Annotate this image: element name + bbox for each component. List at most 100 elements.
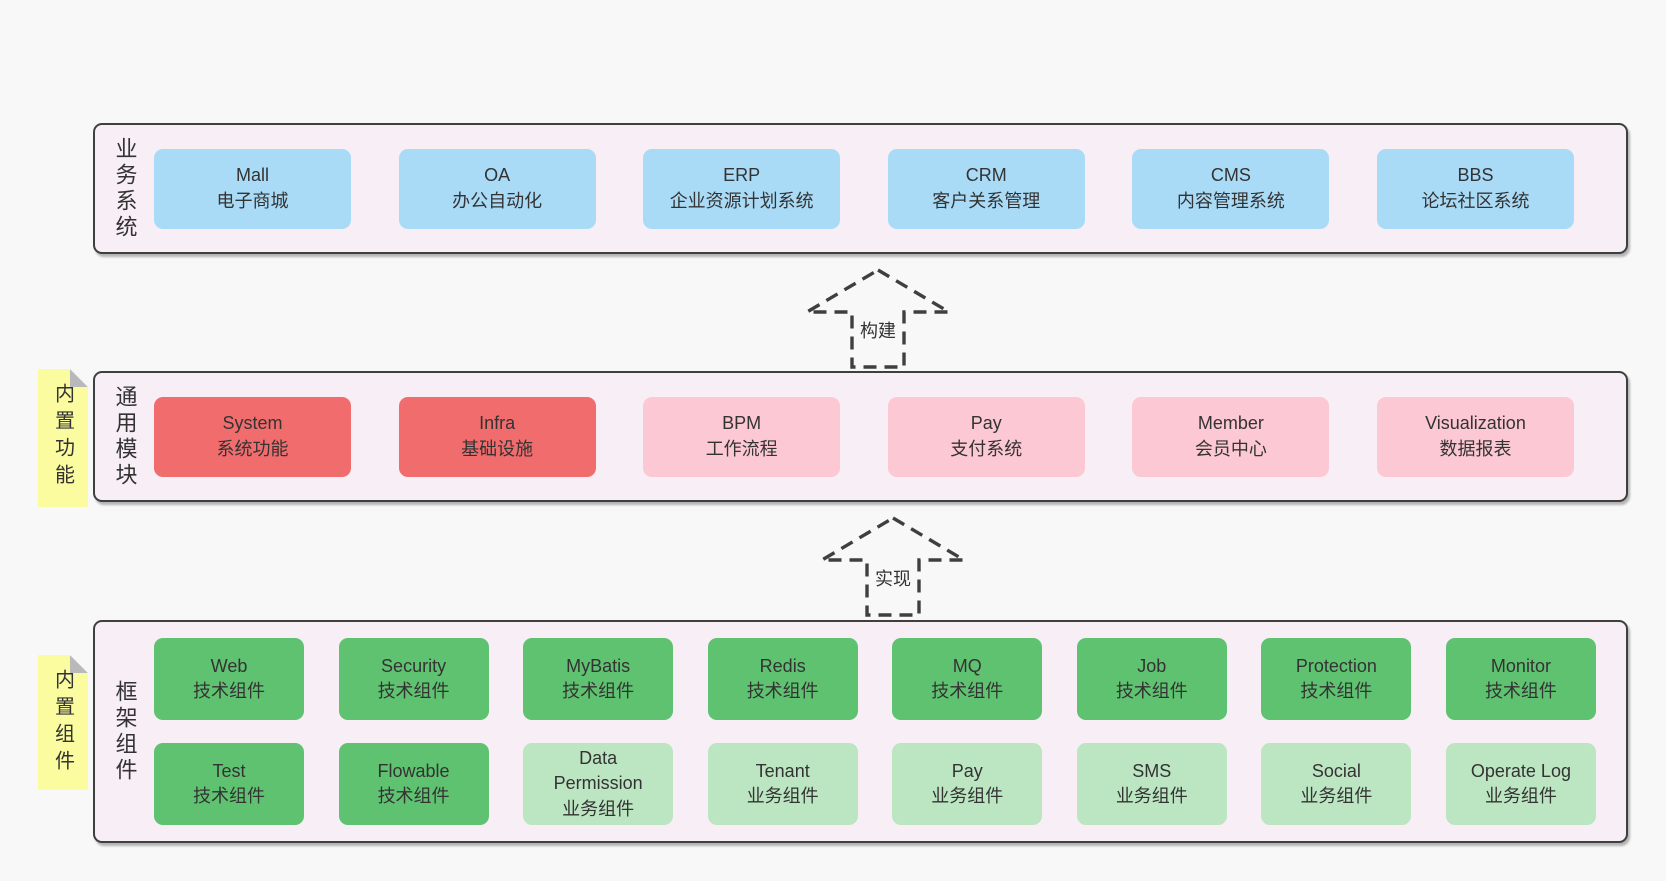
layer-common-modules: 通用模块 System 系统功能 Infra 基础设施 BPM bbox=[93, 371, 1628, 502]
module-name: Monitor bbox=[1490, 655, 1551, 676]
folded-corner-icon bbox=[70, 655, 88, 673]
module-box: MQ 技术组件 bbox=[892, 638, 1043, 720]
module-desc: 技术组件 bbox=[193, 681, 265, 701]
module-desc: 电子商城 bbox=[216, 190, 289, 211]
module-name: Visualization bbox=[1425, 413, 1526, 434]
module-name: BPM bbox=[722, 413, 762, 434]
components-box-row-2: Test 技术组件 Flowable 技术组件 Data Permission … bbox=[154, 743, 1596, 825]
module-box: Pay 支付系统 bbox=[887, 396, 1085, 477]
sticky-note-builtin-features: 内置功能 bbox=[38, 369, 88, 507]
module-box: Flowable 技术组件 bbox=[338, 743, 489, 825]
module-name: Job bbox=[1137, 655, 1167, 676]
module-name: Operate Log bbox=[1470, 760, 1571, 781]
module-desc: 技术组件 bbox=[377, 681, 450, 701]
module-name: Security bbox=[381, 655, 447, 676]
module-name: OA bbox=[484, 165, 511, 186]
sticky-note-text: 内置组件 bbox=[51, 669, 74, 777]
module-desc: 技术组件 bbox=[1115, 681, 1188, 701]
module-box: CMS 内容管理系统 bbox=[1132, 148, 1330, 229]
module-name: MQ bbox=[952, 655, 982, 676]
module-desc: 论坛社区系统 bbox=[1421, 190, 1530, 211]
module-desc: 业务组件 bbox=[1484, 786, 1557, 806]
module-name: Data Permission bbox=[553, 748, 643, 794]
components-box-row-1: Web 技术组件 Security 技术组件 MyBatis 技术组件 bbox=[154, 638, 1596, 720]
module-desc: 业务组件 bbox=[746, 786, 819, 806]
module-box: Redis 技术组件 bbox=[707, 638, 858, 720]
module-desc: 数据报表 bbox=[1439, 438, 1512, 459]
module-desc: 业务组件 bbox=[1115, 786, 1188, 806]
folded-corner-icon bbox=[70, 369, 88, 387]
module-name: BBS bbox=[1457, 165, 1494, 186]
module-box: Web 技术组件 bbox=[154, 638, 304, 720]
module-box: SMS 业务组件 bbox=[1076, 743, 1227, 825]
module-desc: 内容管理系统 bbox=[1176, 190, 1285, 211]
module-desc: 技术组件 bbox=[377, 786, 450, 806]
modules-box-row: System 系统功能 Infra 基础设施 BPM 工作流程 Pay bbox=[154, 396, 1574, 477]
module-box: ERP 企业资源计划系统 bbox=[643, 148, 841, 229]
layer-business-systems: 业务系统 Mall 电子商城 OA 办公自动化 ERP bbox=[93, 123, 1628, 254]
module-desc: 技术组件 bbox=[193, 786, 265, 806]
implement-arrow-label: 实现 bbox=[872, 565, 914, 591]
module-desc: 办公自动化 bbox=[452, 190, 543, 211]
module-box: Job 技术组件 bbox=[1076, 638, 1227, 720]
module-box: Test 技术组件 bbox=[154, 743, 304, 825]
module-name: ERP bbox=[723, 165, 761, 186]
module-name: CMS bbox=[1210, 165, 1251, 186]
module-desc: 会员中心 bbox=[1194, 438, 1267, 459]
business-box-row: Mall 电子商城 OA 办公自动化 ERP 企业资源计划系统 CRM bbox=[154, 148, 1574, 229]
module-box: Security 技术组件 bbox=[338, 638, 489, 720]
layer-label-modules: 通用模块 bbox=[112, 384, 138, 489]
module-desc: 技术组件 bbox=[746, 681, 819, 701]
module-desc: 客户关系管理 bbox=[932, 190, 1041, 211]
module-desc: 业务组件 bbox=[1300, 786, 1373, 806]
module-desc: 技术组件 bbox=[931, 681, 1004, 701]
module-name: Mall bbox=[235, 165, 269, 186]
module-box: Mall 电子商城 bbox=[154, 148, 351, 229]
module-box: Operate Log 业务组件 bbox=[1445, 743, 1596, 825]
module-name: Protection bbox=[1295, 655, 1377, 676]
module-desc: 企业资源计划系统 bbox=[669, 190, 814, 211]
module-name: Redis bbox=[759, 655, 806, 676]
sticky-note-text: 内置功能 bbox=[51, 383, 74, 491]
module-name: System bbox=[222, 413, 283, 434]
module-desc: 技术组件 bbox=[562, 681, 635, 701]
module-box: Tenant 业务组件 bbox=[707, 743, 858, 825]
module-name: Infra bbox=[479, 413, 516, 434]
module-box: BPM 工作流程 bbox=[643, 396, 841, 477]
module-box: Member 会员中心 bbox=[1132, 396, 1330, 477]
module-box: MyBatis 技术组件 bbox=[523, 638, 674, 720]
module-box: Protection 技术组件 bbox=[1261, 638, 1412, 720]
layer-label-components: 框架组件 bbox=[112, 679, 138, 784]
module-box: CRM 客户关系管理 bbox=[887, 148, 1085, 229]
module-name: SMS bbox=[1132, 760, 1172, 781]
module-name: Member bbox=[1197, 413, 1264, 434]
module-name: Pay bbox=[951, 760, 983, 781]
layer-framework-components: 框架组件 Web 技术组件 Security 技术组件 MyBatis bbox=[93, 620, 1628, 843]
module-name: Tenant bbox=[755, 760, 810, 781]
module-name: MyBatis bbox=[566, 655, 631, 676]
module-desc: 技术组件 bbox=[1300, 681, 1373, 701]
module-box: BBS 论坛社区系统 bbox=[1376, 148, 1574, 229]
module-box: Social 业务组件 bbox=[1261, 743, 1412, 825]
module-desc: 业务组件 bbox=[931, 786, 1004, 806]
module-box: System 系统功能 bbox=[154, 396, 351, 477]
module-box: Infra 基础设施 bbox=[398, 396, 596, 477]
module-box: Data Permission 业务组件 bbox=[523, 743, 674, 825]
module-box: Monitor 技术组件 bbox=[1445, 638, 1596, 720]
module-name: CRM bbox=[965, 165, 1007, 186]
module-box: OA 办公自动化 bbox=[398, 148, 596, 229]
module-box: Pay 业务组件 bbox=[892, 743, 1043, 825]
sticky-note-builtin-components: 内置组件 bbox=[38, 655, 88, 790]
module-desc: 工作流程 bbox=[705, 438, 778, 459]
module-desc: 系统功能 bbox=[216, 438, 289, 459]
module-name: Social bbox=[1311, 760, 1361, 781]
module-box: Visualization 数据报表 bbox=[1376, 396, 1574, 477]
module-desc: 支付系统 bbox=[950, 438, 1023, 459]
module-name: Test bbox=[212, 760, 246, 781]
module-name: Pay bbox=[970, 413, 1002, 434]
module-desc: 技术组件 bbox=[1484, 681, 1557, 701]
module-name: Flowable bbox=[377, 760, 450, 781]
module-desc: 基础设施 bbox=[461, 438, 534, 459]
module-name: Web bbox=[210, 655, 248, 676]
